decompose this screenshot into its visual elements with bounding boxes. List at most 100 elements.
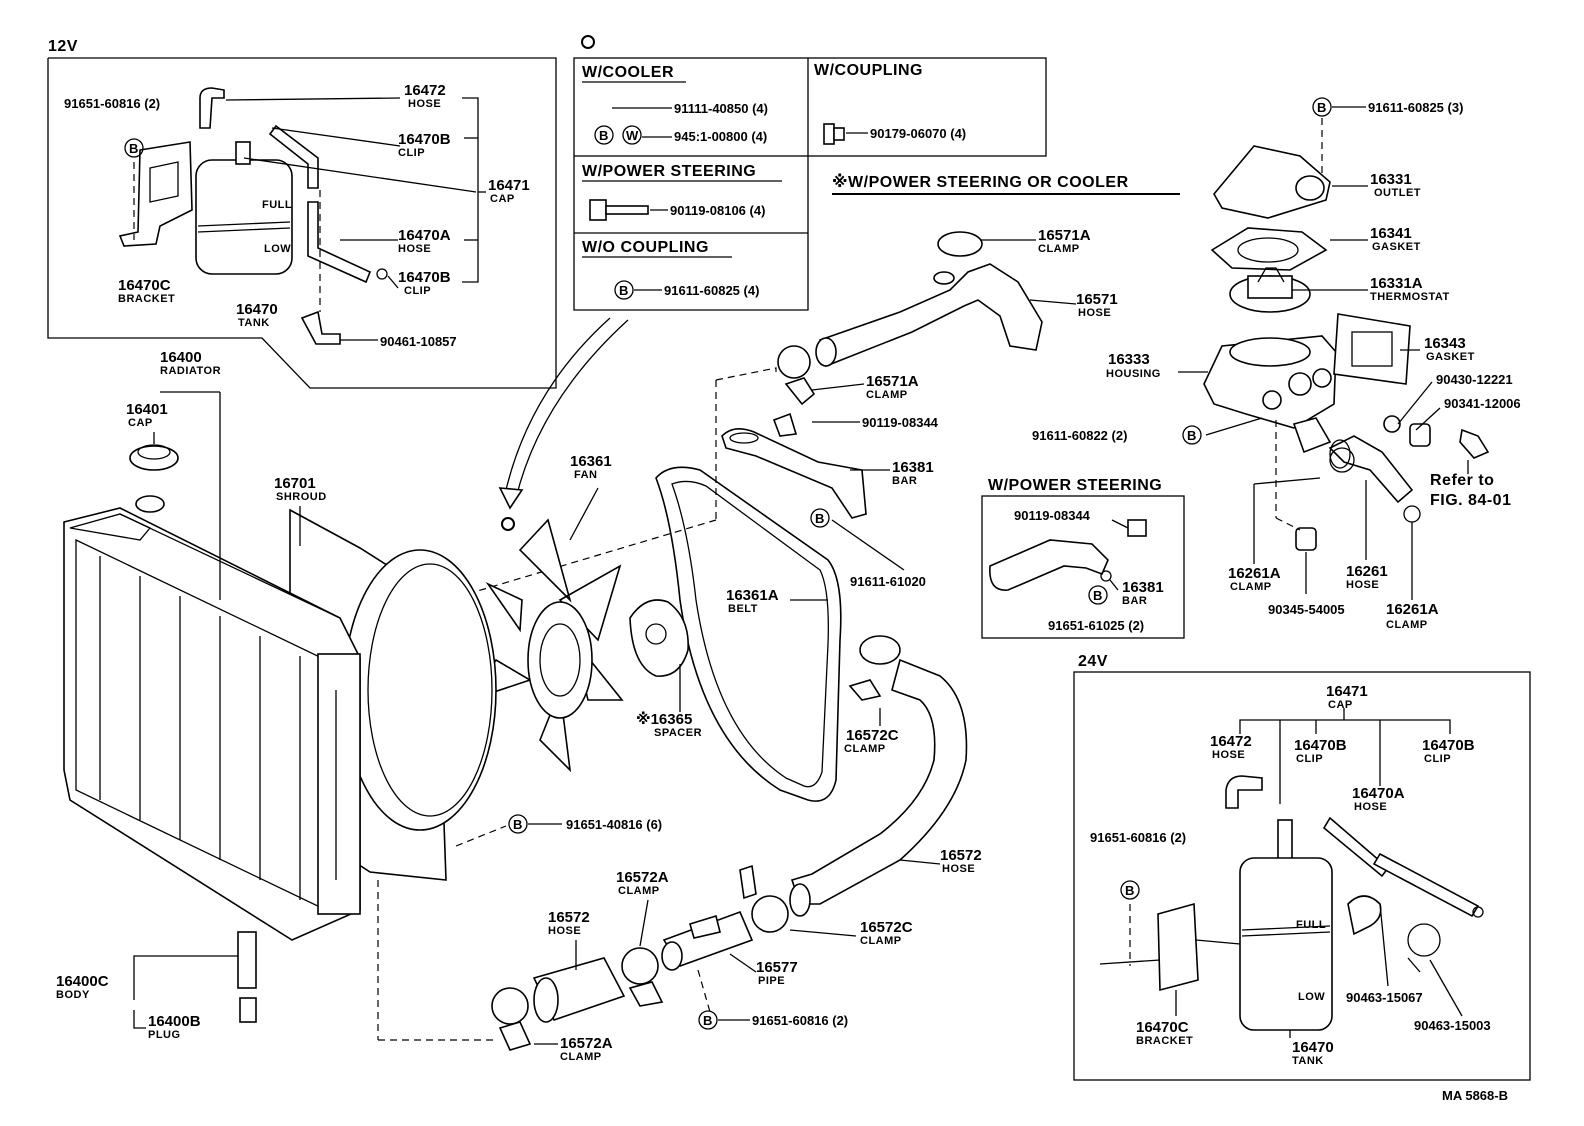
symbol-w: W xyxy=(626,128,639,143)
label-16361-name: FAN xyxy=(574,469,598,481)
ref-91651-40816: 91651-40816 (6) xyxy=(566,817,662,832)
label-16701: 16701 xyxy=(274,475,316,492)
ref-91611-60825: 91611-60825 (3) xyxy=(1368,100,1463,115)
label-16470c-name: BRACKET xyxy=(118,293,175,305)
label-16470b-24v-2: 16470B xyxy=(1422,737,1475,754)
low-mark: LOW xyxy=(264,243,291,255)
label-16571a-2: 16571A xyxy=(866,373,919,390)
drain-body-16400c xyxy=(237,931,257,989)
hose-16571 xyxy=(819,263,1043,368)
label-16571-name: HOSE xyxy=(1078,307,1111,319)
label-16577-name: PIPE xyxy=(758,975,785,987)
symbol-b: B xyxy=(599,128,608,143)
label-16381: 16381 xyxy=(892,459,934,476)
label-16400b-name: PLUG xyxy=(148,1029,181,1041)
label-16471-24v-name: CAP xyxy=(1328,699,1353,711)
label-16381-b: 16381 xyxy=(1122,579,1164,596)
header-w-ps-or-cooler: ※W/POWER STEERING OR COOLER xyxy=(832,173,1129,191)
label-16572-name: HOSE xyxy=(942,863,975,875)
label-16470c: 16470C xyxy=(118,277,171,294)
symbol-b: B xyxy=(513,817,522,832)
symbol-b: B xyxy=(703,1013,712,1028)
label-16361a: 16361A xyxy=(726,587,779,604)
drain-plug-16400b xyxy=(239,997,257,1023)
label-16400b: 16400B xyxy=(148,1013,201,1030)
label-16470c-24v-name: BRACKET xyxy=(1136,1035,1193,1047)
label-16261a: 16261A xyxy=(1228,565,1281,582)
gasket-16343 xyxy=(1333,313,1411,385)
ref-91611-60822: 91611-60822 (2) xyxy=(1032,428,1127,443)
ref-90341-12006: 90341-12006 xyxy=(1444,396,1521,411)
radiator-cap-16401 xyxy=(129,445,179,471)
symbol-b: B xyxy=(1125,883,1134,898)
radiator-group: B 16400 RADIATOR 16401 CAP 16701 SHROUD … xyxy=(56,349,662,1041)
fan-group: 16361 FAN ※16365 SPACER xyxy=(468,453,702,773)
ref-91651-60816-c: 91651-60816 (2) xyxy=(752,1013,848,1028)
ref-90119-08344-b: 90119-08344 xyxy=(1014,508,1091,523)
ref-91611-61020: 91611-61020 xyxy=(850,574,926,589)
label-16365: ※16365 xyxy=(636,710,692,728)
symbol-b: B xyxy=(1187,428,1196,443)
label-16343-name: GASKET xyxy=(1426,351,1475,363)
label-16470-name: TANK xyxy=(238,317,270,329)
symbol-b: B xyxy=(619,283,628,298)
label-16365-name: SPACER xyxy=(654,727,702,739)
bar-16381 xyxy=(721,428,867,519)
label-16572c-2: 16572C xyxy=(860,919,913,936)
label-16572a-2-name: CLAMP xyxy=(560,1051,602,1063)
label-16572-b: 16572 xyxy=(548,909,590,926)
label-16571a-name: CLAMP xyxy=(1038,243,1080,255)
label-16381-name: BAR xyxy=(892,475,917,487)
option-table: W/COOLER W/COUPLING B W 91111-40850 (4) … xyxy=(498,35,1047,531)
label-16470-24v: 16470 xyxy=(1292,1039,1334,1056)
label-16572a: 16572A xyxy=(616,869,669,886)
hose-16470a xyxy=(307,201,372,284)
label-16331a: 16331A xyxy=(1370,275,1423,292)
header-w-cooler: W/COOLER xyxy=(582,64,674,81)
label-16400c: 16400C xyxy=(56,973,109,990)
label-16333-name: HOUSING xyxy=(1106,368,1161,380)
label-16470a: 16470A xyxy=(398,227,451,244)
reservoir-tank xyxy=(195,159,293,275)
label-16472-24v-name: HOSE xyxy=(1212,749,1245,761)
box-12v: 12V FULL LOW B 16472 HOSE 16470 xyxy=(47,38,557,389)
box-power-steering: W/POWER STEERING B 90119-08344 16381 BAR… xyxy=(981,477,1185,639)
symbol-b: B xyxy=(1093,588,1102,603)
header-24v: 24V xyxy=(1078,653,1108,670)
label-16472-name: HOSE xyxy=(408,98,441,110)
label-16572a-2: 16572A xyxy=(560,1035,613,1052)
symbol-b: B xyxy=(129,141,138,156)
thermostat-group: ※W/POWER STEERING OR COOLER B 91611-6082… xyxy=(832,97,1521,631)
label-16471-name: CAP xyxy=(490,193,515,205)
label-16361: 16361 xyxy=(570,453,612,470)
upper-hose-group: B 16571A CLAMP 16571 HOSE 16571A CLAMP 9… xyxy=(359,227,1118,802)
ref-91111-40850: 91111-40850 (4) xyxy=(674,101,768,116)
label-16470b-24v-name: CLIP xyxy=(1296,753,1323,765)
full-mark: FULL xyxy=(262,199,292,211)
label-16331a-name: THERMOSTAT xyxy=(1370,291,1450,303)
spacer-16365 xyxy=(629,599,689,677)
header-wo-coupling: W/O COUPLING xyxy=(582,239,709,256)
label-16400-name: RADIATOR xyxy=(160,365,221,377)
gasket-16341 xyxy=(1210,227,1328,271)
label-16400c-name: BODY xyxy=(56,989,90,1001)
label-16572a-name: CLAMP xyxy=(618,885,660,897)
refer-fig-text: FIG. 84-01 xyxy=(1430,492,1511,509)
label-16571a: 16571A xyxy=(1038,227,1091,244)
label-16470c-24v: 16470C xyxy=(1136,1019,1189,1036)
label-16470b-2: 16470B xyxy=(398,269,451,286)
label-16470a-24v: 16470A xyxy=(1352,785,1405,802)
label-16470b-24v: 16470B xyxy=(1294,737,1347,754)
label-16471: 16471 xyxy=(488,177,530,194)
ref-90463-15067: 90463-15067 xyxy=(1346,990,1423,1005)
label-16261a-name: CLAMP xyxy=(1230,581,1272,593)
label-16470b-name: CLIP xyxy=(398,147,425,159)
ref-90430-12221: 90430-12221 xyxy=(1436,372,1513,387)
label-16572c: 16572C xyxy=(846,727,899,744)
label-16470-24v-name: TANK xyxy=(1292,1055,1324,1067)
label-16470b-24v-2-name: CLIP xyxy=(1424,753,1451,765)
ref-94511-00800: 945:1-00800 (4) xyxy=(674,129,767,144)
ref-91651-60816-24v: 91651-60816 (2) xyxy=(1090,830,1186,845)
label-16400: 16400 xyxy=(160,349,202,366)
